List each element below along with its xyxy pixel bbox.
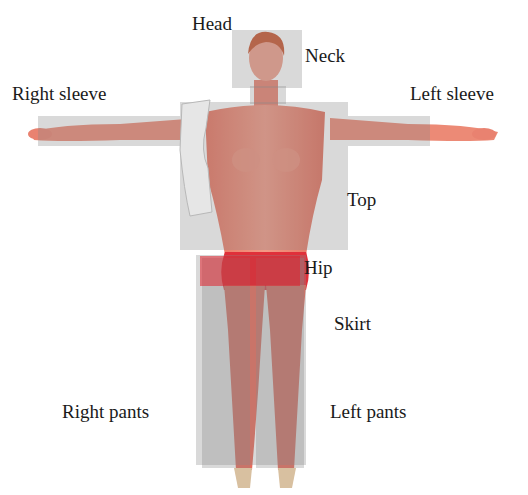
part-label: Right pants	[62, 402, 149, 423]
part-label: Head	[192, 14, 232, 35]
part-label: Top	[347, 190, 376, 211]
part-label: Right sleeve	[12, 84, 106, 105]
right-sleeve-box	[38, 116, 180, 146]
part-label: Left sleeve	[410, 84, 494, 105]
left-pants-box	[256, 258, 304, 468]
part-label: Hip	[304, 258, 333, 279]
neck-box	[250, 86, 286, 104]
right-pants-box	[202, 258, 250, 468]
pattern-piece	[180, 100, 212, 216]
hip-box	[200, 256, 300, 286]
part-label: Skirt	[334, 314, 371, 335]
part-label: Left pants	[330, 402, 407, 423]
part-label: Neck	[305, 46, 345, 67]
head-box	[232, 30, 302, 88]
left-sleeve-box	[348, 116, 430, 146]
